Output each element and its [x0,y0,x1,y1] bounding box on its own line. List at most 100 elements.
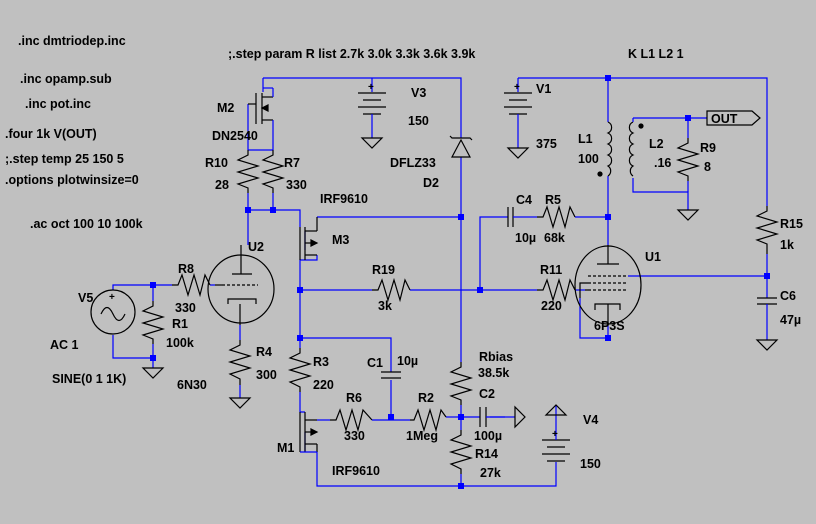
pentode-u1[interactable]: U1 6P3S [574,245,661,333]
directive-coupling: K L1 L2 1 [628,47,684,61]
r14-label: R14 [475,447,498,461]
r1-label: R1 [172,317,188,331]
r11-label: R11 [540,263,562,277]
v1-plus: + [514,82,520,93]
ground-icon [755,339,779,351]
r11-value: 220 [541,299,562,313]
r6-label: R6 [346,391,362,405]
resistor-r2[interactable]: R2 1Meg [406,391,447,443]
resistor-r14[interactable]: R14 27k [448,430,501,480]
ground-icon [505,405,526,429]
resistor-r9[interactable]: R9 8 [675,138,716,192]
inductor-l2[interactable]: L2 .16 [628,118,671,177]
net-label-out: OUT [706,110,761,126]
l2-value: .16 [654,156,671,170]
m2-model: DN2540 [212,129,258,143]
mosfet-m2[interactable]: M2 DN2540 [212,87,274,150]
resistor-r4[interactable]: R4 300 [227,340,277,385]
r7-label: R7 [284,156,300,170]
u1-model: 6P3S [594,319,625,333]
ground-icon [676,209,700,221]
r2-value: 1Meg [406,429,438,443]
r4-label: R4 [256,345,272,359]
m2-label: M2 [217,101,234,115]
r10-value: 28 [215,178,229,192]
wires [112,77,768,487]
capacitor-c4[interactable]: C4 10µ [507,193,536,245]
m3-label: M3 [332,233,349,247]
r14-value: 27k [480,466,501,480]
directive-options: .options plotwinsize=0 [5,173,139,187]
c6-label: C6 [780,289,796,303]
m3-model: IRF9610 [320,192,368,206]
c1-value: 10µ [397,354,418,368]
u2-label: U2 [248,240,264,254]
l1-label: L1 [578,132,593,146]
l1-value: 100 [578,152,599,166]
directive-step-param: ;.step param R list 2.7k 3.0k 3.3k 3.6k … [228,47,475,61]
c6-value: 47µ [780,313,801,327]
c4-label: C4 [516,193,532,207]
ground-icon [228,397,252,409]
v5-plus: + [109,292,115,303]
v1-value: 375 [536,137,557,151]
resistor-r11[interactable]: R11 220 [537,263,576,313]
v3-value: 150 [408,114,429,128]
v3-plus: + [368,82,374,93]
battery-v1[interactable]: + V1 375 [504,82,557,151]
resistor-r3[interactable]: R3 220 [287,338,334,392]
resistor-r15[interactable]: R15 1k [754,206,803,254]
v5-sine: SINE(0 1 1K) [52,372,126,386]
l2-label: L2 [649,137,664,151]
ground-icon [506,147,530,159]
directive-four: .four 1k V(OUT) [5,127,97,141]
r15-label: R15 [780,217,803,231]
battery-v3[interactable]: + V3 150 [358,82,429,138]
r9-label: R9 [700,141,716,155]
capacitor-c2[interactable]: C2 100µ [474,387,505,443]
source-v5[interactable]: + V5 AC 1 SINE(0 1 1K) [50,289,136,386]
m1-label: M1 [277,441,294,455]
r5-label: R5 [545,193,561,207]
r9-value: 8 [704,160,711,174]
r10-label: R10 [205,156,228,170]
mosfet-m3[interactable]: IRF9610 M3 [299,192,368,260]
triode-u2[interactable]: U2 6N30 [177,240,275,392]
rbias-value: 38.5k [478,366,509,380]
battery-v4[interactable]: + V4 150 [542,404,601,471]
r5-value: 68k [544,231,565,245]
capacitor-c1[interactable]: C1 10µ [367,354,418,379]
d2-label: D2 [423,176,439,190]
resistor-r8[interactable]: R8 330 [172,262,211,315]
inductor-l1[interactable]: L1 100 [578,121,613,177]
resistor-r7[interactable]: R7 330 [260,150,307,193]
r1-value: 100k [166,336,194,350]
resistor-r6[interactable]: R6 330 [330,391,373,443]
resistor-rbias[interactable]: Rbias 38.5k [448,350,513,405]
mosfet-m1[interactable]: M1 IRF9610 [277,412,380,478]
r7-value: 330 [286,178,307,192]
ground-icon [141,367,165,379]
v5-ac: AC 1 [50,338,79,352]
v4-label: V4 [583,413,598,427]
m1-model: IRF9610 [332,464,380,478]
directive-step-temp: ;.step temp 25 150 5 [5,152,124,166]
u2-model: 6N30 [177,378,207,392]
ground-icon [360,137,384,149]
directive-inc-dmtriodep: .inc dmtriodep.inc [18,34,126,48]
r4-value: 300 [256,368,277,382]
c2-label: C2 [479,387,495,401]
capacitor-c6[interactable]: C6 47µ [757,289,801,327]
resistor-r19[interactable]: R19 3k [372,263,411,313]
resistor-r5[interactable]: R5 68k [537,193,576,245]
out-label: OUT [711,112,738,126]
r3-label: R3 [313,355,329,369]
resistor-r1[interactable]: R1 100k [140,301,194,350]
zener-d2[interactable]: DFLZ33 D2 [390,135,473,190]
r19-value: 3k [378,299,392,313]
r15-value: 1k [780,238,794,252]
directive-ac: .ac oct 100 10 100k [30,217,143,231]
resistor-r10[interactable]: R10 28 [205,150,261,193]
v4-plus: + [552,429,558,440]
